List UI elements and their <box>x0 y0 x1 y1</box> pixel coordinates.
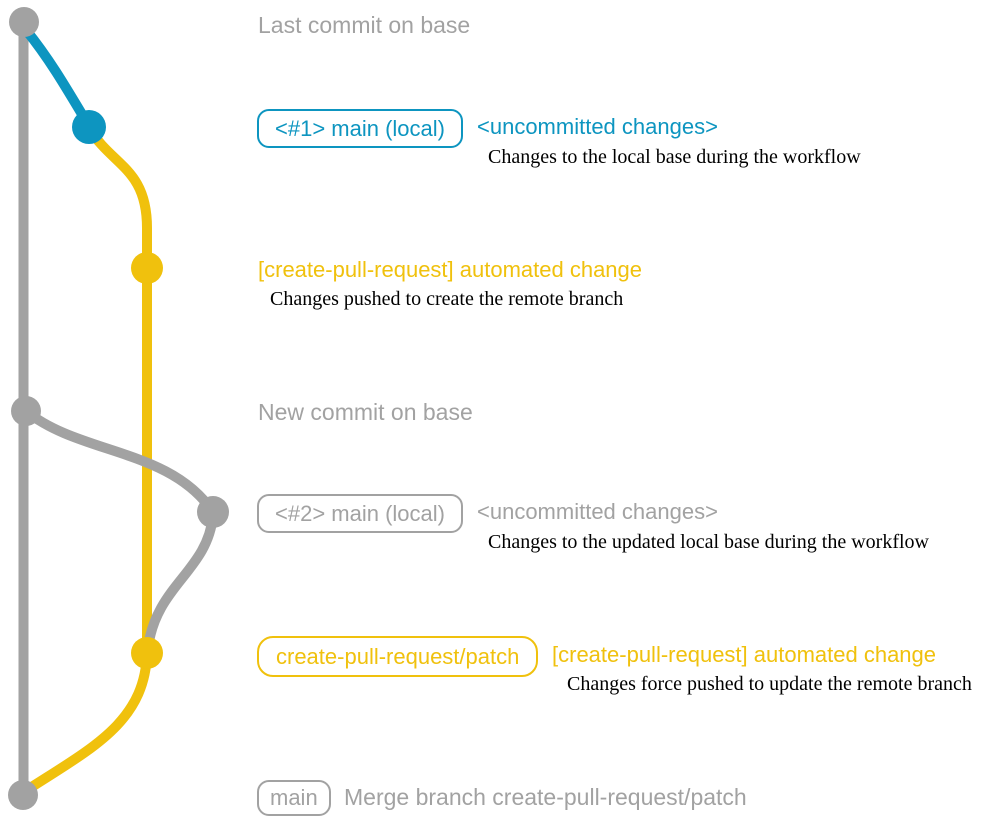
last-commit-label: Last commit on base <box>258 12 471 38</box>
branch-1-note: Changes to the local base during the wor… <box>488 146 861 168</box>
patch-branch-badge: create-pull-request/patch <box>257 636 539 677</box>
new-commit-label: New commit on base <box>258 399 473 425</box>
commit-automated-2-dot <box>131 637 163 669</box>
branch-1-badge: <#1> main (local) <box>257 109 463 148</box>
push-2-label: [create-pull-request] automated change <box>552 642 937 667</box>
commit-new-base-dot <box>11 396 41 426</box>
push-1-note: Changes pushed to create the remote bran… <box>270 288 624 310</box>
commit-local-1-dot <box>72 110 106 144</box>
branch-2-note: Changes to the updated local base during… <box>488 531 929 553</box>
push-2-note: Changes force pushed to update the remot… <box>567 673 972 695</box>
rebase-branch-lower-line <box>143 511 218 653</box>
commit-local-2-dot <box>197 496 229 528</box>
branch-2-badge: <#2> main (local) <box>257 494 463 533</box>
commit-automated-1-dot <box>131 252 163 284</box>
local-branch-line <box>21 25 94 131</box>
patch-branch-merge-line <box>22 648 152 795</box>
main-badge: main <box>257 780 331 816</box>
commit-merge-dot <box>8 780 38 810</box>
branch-1-status: <uncommitted changes> <box>477 114 718 139</box>
rebase-branch-upper-line <box>21 406 218 517</box>
patch-branch-upper-line <box>84 123 152 655</box>
merge-label: Merge branch create-pull-request/patch <box>344 784 747 810</box>
branch-2-status: <uncommitted changes> <box>477 499 718 524</box>
commit-last-base-dot <box>9 7 39 37</box>
push-1-label: [create-pull-request] automated change <box>258 257 643 282</box>
